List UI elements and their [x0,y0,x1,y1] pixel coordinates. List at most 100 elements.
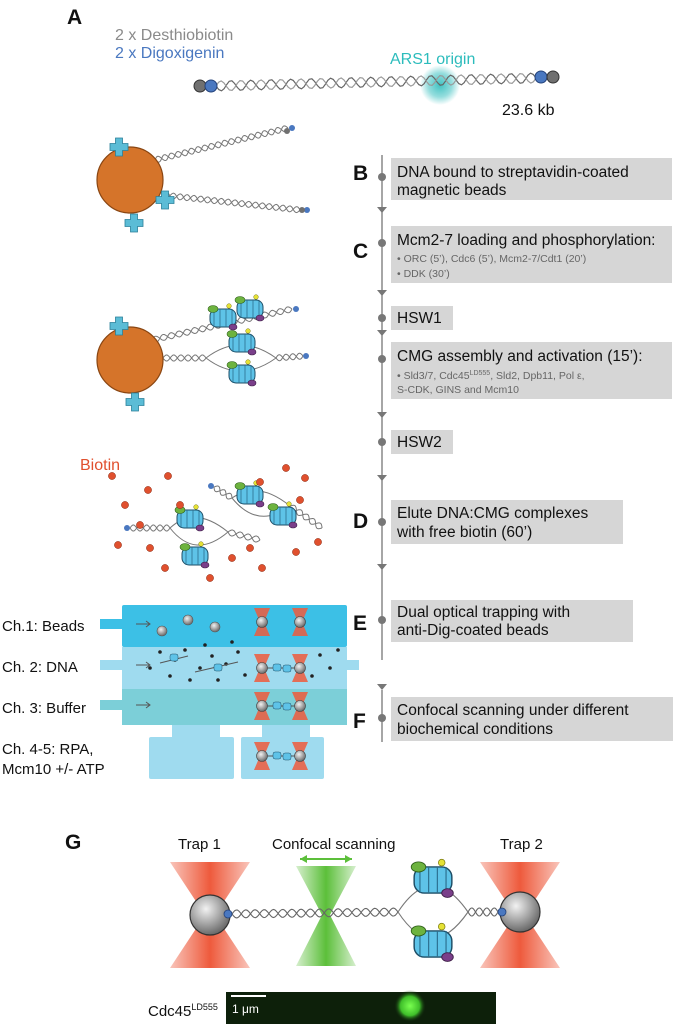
step-box-f [391,697,673,741]
biotin-dot [144,486,152,494]
dna-particle [243,673,247,677]
step-e-line1: Dual optical trapping with [397,604,570,621]
channel-3-label: Ch. 3: Buffer [2,700,86,717]
dna-particle [183,648,187,652]
biotin-dot [246,544,254,552]
trapped-bead [256,662,268,674]
timeline-arrow-icon [377,684,387,690]
cdc45-label: Cdc45LD555 [148,1002,218,1020]
dna-particle [203,643,207,647]
step-d-line1: Elute DNA:CMG complexes [397,505,588,522]
panel-label-b: B [353,162,368,185]
dna-particle [216,678,220,682]
biotin-dot [258,564,266,572]
biotin-dot [176,501,184,509]
dna-particle [336,648,340,652]
confocal-image-strip [226,992,496,1024]
step-dot [378,355,386,363]
trapped-bead [294,750,306,762]
step-dot [378,173,386,181]
step-c-sub1: • ORC (5’), Cdc6 (5’), Mcm2-7/Cdt1 (20’) [397,253,586,265]
step-box-hsw2 [391,430,453,454]
cmg-complex-icon [410,858,455,899]
biotin-label: Biotin [80,457,120,474]
cdc45-fluorescent-spot [394,990,426,1022]
step-d-line2: with free biotin (60’) [396,524,532,541]
timeline-arrow-icon [377,207,387,213]
timeline-arrow-icon [377,412,387,418]
panel-label-e: E [353,612,367,635]
dna-particle [188,678,192,682]
flow-cell [100,605,359,779]
step-b-line2: magnetic beads [397,182,507,199]
biotin-dot [301,474,309,482]
tethered-dna [231,885,499,939]
cmg-complex-icon [226,359,257,387]
channel-45-label-line1: Ch. 4-5: RPA, [2,741,93,758]
timeline-arrow-icon [377,290,387,296]
trapped-bead [294,662,306,674]
cmg-mini-icon [169,653,179,662]
timeline-arrows [377,207,387,690]
dna-particle [236,650,240,654]
step-cmg-sub1: • Sld3/7, Cdc45LD555, Sld2, Dpb11, Pol ε… [397,370,585,382]
magnetic-bead-cmg [96,294,309,412]
channel-45-label-line2: Mcm10 +/- ATP [2,761,105,778]
biotin-dot [164,472,172,480]
step-f-line1: Confocal scanning under different [397,702,629,719]
cmg-complex-icon [410,922,455,963]
scale-bar-label: 1 μm [232,1002,259,1016]
panel-label-g: G [65,831,81,854]
trapped-bead [256,616,268,628]
streptavidin-cross-icon [124,213,144,233]
panel-label-c: C [353,240,368,263]
digoxigenin-label: 2 x Digoxigenin [115,45,224,62]
desthiobiotin-label: 2 x Desthiobiotin [115,27,233,44]
trapped-bead [256,700,268,712]
biotin-dot [121,501,129,509]
cmg-mini-icon [282,702,292,711]
mcm-complex-icon [207,303,238,331]
timeline-arrow-icon [377,330,387,336]
digoxigenin-end-icon [204,79,218,93]
dna-particle [318,653,322,657]
confocal-beam [296,866,356,966]
cmg-mini-icon [272,701,282,710]
step-hsw2: HSW2 [397,434,442,451]
trapped-bead [294,616,306,628]
panel-label-a: A [67,6,82,29]
step-cmg-sub2: S-CDK, GINS and Mcm10 [397,384,519,396]
dna-particle [148,666,152,670]
desthiobiotin-end-icon [546,70,560,84]
biotin-dot [108,472,116,480]
linear-dna [215,72,537,92]
cmg-complex-icon [226,328,257,356]
confocal-scanning-label: Confocal scanning [272,836,395,853]
step-box-hsw1 [391,306,453,330]
timeline-arrow-icon [377,564,387,570]
step-c-sub2: • DDK (30’) [397,268,450,280]
dna-particle [210,654,214,658]
step-dot [378,314,386,322]
mcm-complex-icon [234,294,265,322]
step-dot [378,616,386,624]
biotin-dot [282,464,290,472]
cmg-complex-icon [179,541,210,569]
origin-label: ARS1 origin [390,51,475,68]
step-b-line1: DNA bound to streptavidin-coated [397,164,629,181]
step-e-line2: anti-Dig-coated beads [397,622,549,639]
dna-length-label: 23.6 kb [502,102,555,119]
step-c-line1: Mcm2-7 loading and phosphorylation: [397,232,656,249]
step-dot [378,518,386,526]
streptavidin-cross-icon [125,392,145,412]
biotin-dot [256,478,264,486]
biotin-dot [146,544,154,552]
magnetic-bead-b [96,125,310,233]
dna-particle [168,674,172,678]
trap-2-label: Trap 2 [500,836,543,853]
timeline-arrow-icon [377,475,387,481]
panel-label-f: F [353,710,366,733]
digoxigenin-end-icon [497,907,507,917]
channel-1-label: Ch.1: Beads [2,618,85,635]
biotin-dot [228,554,236,562]
